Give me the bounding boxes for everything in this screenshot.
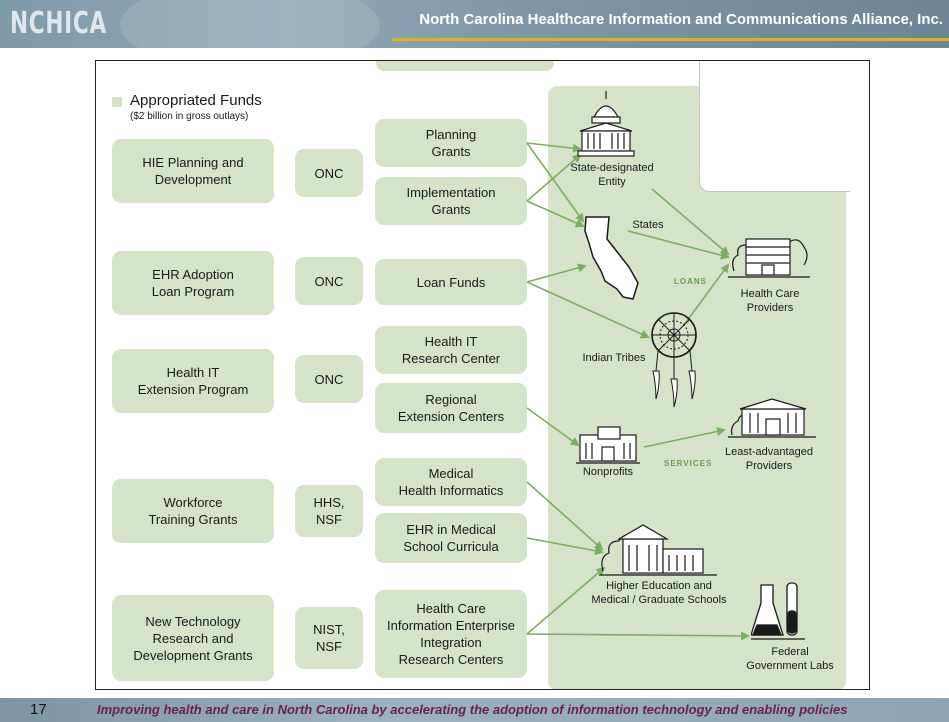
legend-swatch [112, 97, 122, 107]
footer-tagline: Improving health and care in North Carol… [97, 702, 848, 717]
label-loans: LOANS [674, 277, 707, 286]
flow-arrows [526, 142, 750, 641]
arrow-informatics-to-higher [526, 481, 604, 551]
fund-hc-info-enterprise: Health Care Information Enterprise Integ… [375, 590, 527, 678]
fund-planning-grants: Planning Grants [375, 119, 527, 167]
fund-medical-health-informatics: Medical Health Informatics [375, 458, 527, 506]
agency-onc-3: ONC [295, 355, 363, 403]
header-sheen [120, 0, 380, 48]
arrow-planning-to-entity [526, 142, 582, 153]
top-stub [376, 61, 554, 71]
arrow-hcie-to-labs [526, 631, 750, 641]
program-workforce-training: Workforce Training Grants [112, 479, 274, 543]
health-care-building-icon [728, 238, 810, 278]
header-bar: NCHICA North Carolina Healthcare Informa… [0, 0, 949, 48]
arrow-states-to-providers [627, 230, 730, 260]
arrow-rec-to-nonprofits [526, 407, 580, 447]
arrow-implementation-to-states [526, 200, 585, 228]
diagram-frame: Appropriated Funds ($2 billion in gross … [95, 60, 870, 690]
agency-nist-nsf: NIST, NSF [295, 607, 363, 669]
nonprofit-building-icon [576, 426, 640, 464]
fund-loan-funds: Loan Funds [375, 259, 527, 305]
label-health-care-providers: Health Care Providers [740, 288, 800, 314]
organization-name: North Carolina Healthcare Information an… [419, 11, 943, 28]
agency-onc-1: ONC [295, 149, 363, 197]
fund-health-it-research-center: Health IT Research Center [375, 326, 527, 374]
arrow-nonprofits-to-least [643, 427, 726, 448]
label-higher-education: Higher Education and Medical / Graduate … [591, 580, 727, 606]
capitol-building-icon [577, 91, 635, 157]
arrow-planning-to-states [526, 142, 585, 223]
header-rule [392, 38, 949, 41]
california-state-icon [584, 216, 639, 300]
arrow-entity-to-providers [651, 188, 730, 256]
agency-onc-2: ONC [295, 257, 363, 305]
dreamcatcher-icon [651, 312, 697, 408]
fund-implementation-grants: Implementation Grants [375, 177, 527, 225]
legend-title: Appropriated Funds [130, 92, 262, 109]
program-hie-planning: HIE Planning and Development [112, 139, 274, 203]
panel-notch [699, 61, 850, 192]
footer-bar: 17 Improving health and care in North Ca… [0, 698, 949, 722]
fund-ehr-medical-curricula: EHR in Medical School Curricula [375, 513, 527, 563]
legend-subtitle: ($2 billion in gross outlays) [130, 111, 249, 122]
label-indian-tribes: Indian Tribes [582, 352, 646, 364]
label-state-designated-entity: State-designated Entity [570, 162, 654, 188]
nchica-logo: NCHICA [10, 6, 107, 41]
page-number: 17 [30, 701, 47, 718]
arrow-loans-to-tribes [526, 281, 650, 339]
label-states: States [632, 219, 664, 231]
program-health-it-extension: Health IT Extension Program [112, 349, 274, 413]
label-least-advantaged-providers: Least-advantaged Providers [724, 446, 814, 472]
fund-regional-extension-centers: Regional Extension Centers [375, 383, 527, 433]
arrow-tribes-to-providers [683, 263, 730, 326]
program-ehr-adoption: EHR Adoption Loan Program [112, 251, 274, 315]
clinic-building-icon [728, 398, 816, 438]
arrow-loans-to-states [526, 263, 587, 283]
label-federal-government-labs: Federal Government Labs [746, 646, 834, 672]
arrow-curricula-to-higher [526, 537, 604, 556]
agency-hhs-nsf: HHS, NSF [295, 485, 363, 537]
lab-flask-icon [751, 582, 805, 640]
label-nonprofits: Nonprofits [582, 466, 634, 478]
program-new-technology: New Technology Research and Development … [112, 595, 274, 681]
label-services: SERVICES [664, 459, 713, 468]
arrow-implementation-to-entity [526, 153, 582, 202]
arrow-hcie-to-higher [526, 566, 606, 635]
university-campus-icon [599, 524, 717, 576]
